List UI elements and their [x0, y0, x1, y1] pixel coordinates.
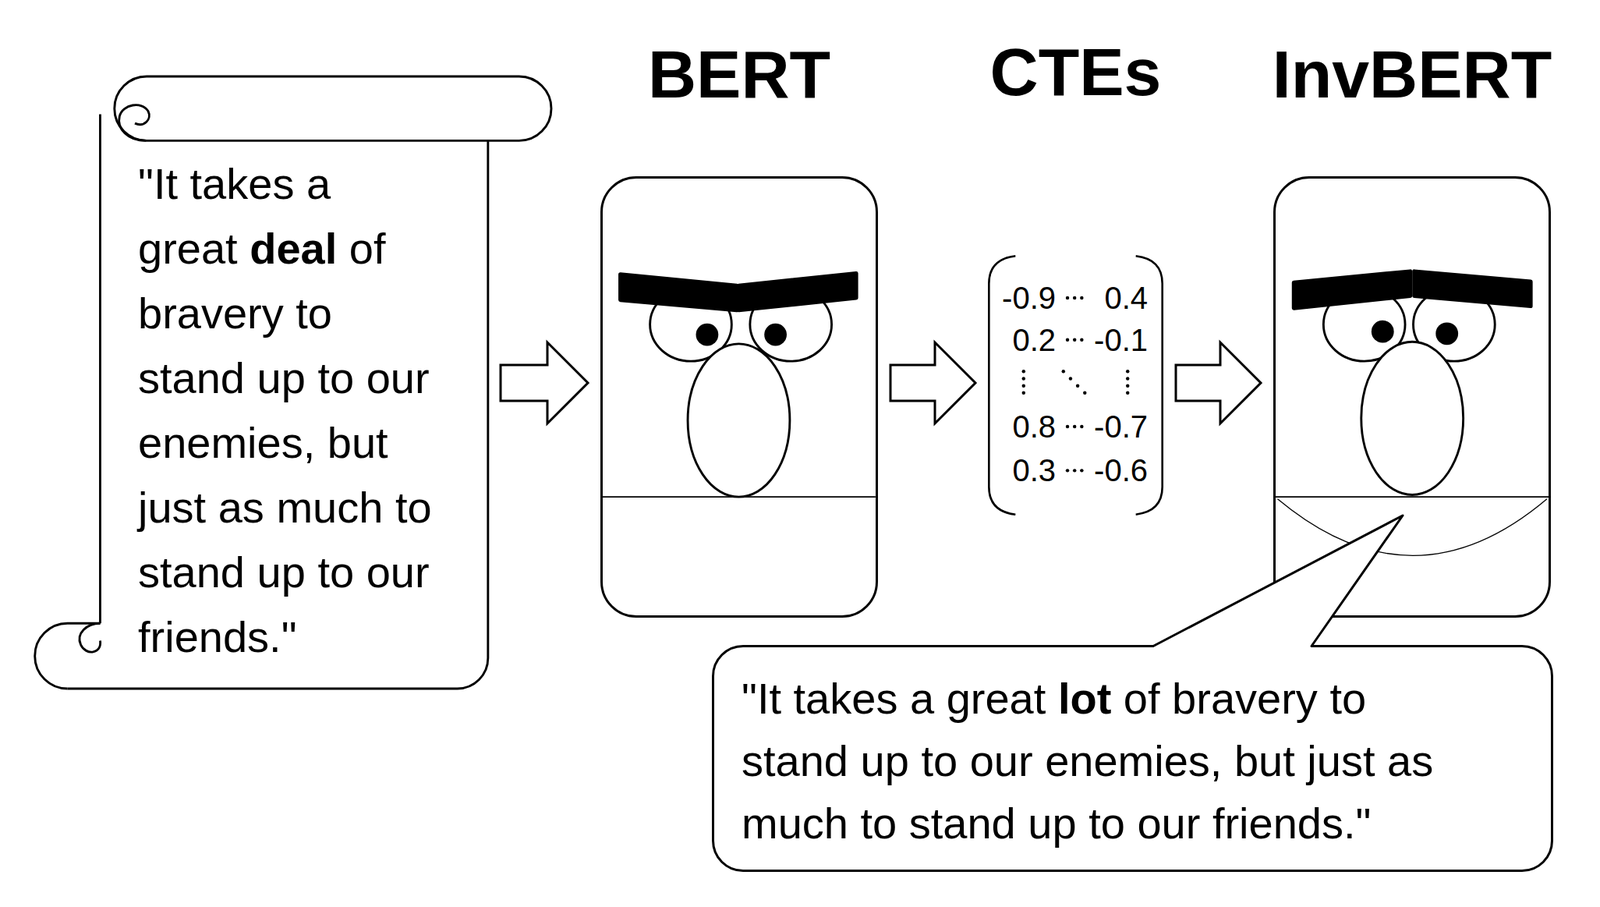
speech-bubble: "It takes a great lot of bravery to stan… — [711, 644, 1554, 872]
pupil — [764, 323, 787, 347]
collar-line — [601, 495, 876, 498]
matrix-brackets-part — [1022, 376, 1026, 380]
smile-mouth — [1277, 499, 1547, 556]
nose — [1361, 341, 1464, 495]
scroll-outline-part — [79, 623, 101, 652]
scroll-outline-part — [99, 113, 102, 624]
block-arrow — [1175, 342, 1261, 424]
eyebrow — [1293, 271, 1410, 308]
scroll-outline-part — [119, 105, 150, 142]
matrix-brackets-part — [1022, 383, 1026, 387]
pupil — [1435, 322, 1459, 345]
matrix-brackets-part — [1125, 383, 1130, 387]
scroll-outline-part — [67, 112, 489, 689]
bubble-text: "It takes a great lot of bravery to stan… — [741, 667, 1459, 855]
matrix-brackets-part — [1125, 369, 1130, 373]
scroll-outline-part — [67, 140, 489, 689]
matrix-value: -0.1 — [1093, 321, 1148, 359]
quote-text: "It takes a great deal of bravery to sta… — [138, 151, 439, 670]
block-arrow — [500, 342, 588, 424]
matrix-value: 0.8 — [1012, 407, 1056, 446]
scroll-note: "It takes a great deal of bravery to sta… — [35, 76, 552, 689]
matrix-value: -0.6 — [1093, 451, 1148, 489]
matrix-brackets-part — [1065, 296, 1070, 300]
eyebrow — [1414, 271, 1531, 306]
pupil — [1371, 320, 1395, 344]
matrix-brackets-part — [1061, 369, 1066, 373]
matrix-brackets-part — [1079, 468, 1084, 472]
matrix-value: 0.3 — [1012, 451, 1056, 489]
matrix-brackets-part — [1065, 468, 1070, 472]
matrix-brackets-part — [1069, 376, 1073, 380]
matrix-value: -0.7 — [1093, 407, 1148, 446]
matrix-brackets-part — [1079, 337, 1084, 341]
matrix-brackets-part — [1072, 424, 1077, 429]
heading-label: BERT — [647, 40, 831, 108]
eyebrow — [620, 274, 737, 311]
matrix-brackets-part — [1072, 468, 1077, 472]
matrix-brackets-part — [1079, 424, 1084, 429]
invbert-box: InvBERT — [1273, 176, 1551, 618]
eyebrow — [738, 273, 856, 311]
matrix-brackets-part — [1125, 391, 1130, 395]
cte-matrix: -0.90.40.2-0.10.8-0.70.3-0.6CTEs — [987, 254, 1164, 516]
nose — [687, 343, 790, 497]
bert-face — [601, 273, 876, 497]
matrix-brackets-part — [1022, 369, 1026, 373]
matrix-brackets-part — [1083, 391, 1087, 395]
matrix-brackets-part — [1125, 376, 1130, 380]
invbert-face — [1275, 271, 1550, 556]
matrix-brackets-part — [1076, 383, 1080, 387]
collar-line — [1275, 495, 1550, 498]
matrix-value: 0.2 — [1012, 321, 1056, 359]
bert-box: BERT — [600, 176, 878, 618]
matrix-brackets-part — [1065, 337, 1070, 341]
matrix-brackets-part — [1079, 296, 1084, 300]
bold-word: deal — [249, 223, 337, 273]
scroll-outline-part — [114, 76, 552, 141]
matrix-brackets-part — [1065, 424, 1070, 429]
matrix-value: -0.9 — [1001, 279, 1056, 317]
bubble-shape — [713, 515, 1553, 871]
pupil — [696, 323, 719, 347]
scroll-outline-part — [35, 623, 101, 689]
matrix-brackets-part — [1072, 337, 1077, 341]
matrix-brackets-part — [1072, 296, 1077, 300]
matrix-brackets-part — [1022, 391, 1026, 395]
heading-label: InvBERT — [1272, 40, 1552, 108]
block-arrow — [890, 342, 976, 424]
heading-label: CTEs — [990, 38, 1162, 106]
bold-word: lot — [1058, 673, 1112, 723]
matrix-value: 0.4 — [1104, 279, 1148, 317]
